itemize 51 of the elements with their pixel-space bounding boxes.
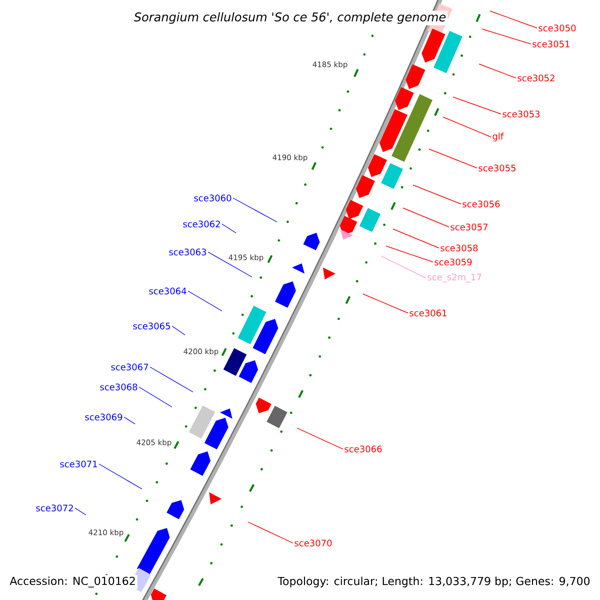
- gene-label: sce3066: [344, 446, 382, 452]
- leader-line: [442, 116, 492, 138]
- leader-line: [482, 28, 532, 44]
- leader-line: [74, 508, 86, 516]
- leader-line: [248, 522, 294, 544]
- gene-label: sce3051: [532, 40, 570, 48]
- gene-label: sce3063: [169, 248, 206, 256]
- gene-label: sce3065: [133, 322, 170, 330]
- gene-label: sce3055: [478, 164, 516, 172]
- gene-label: sce3060: [194, 194, 232, 202]
- leader-line: [380, 256, 426, 278]
- leader-line: [188, 290, 222, 312]
- gene-label: sce3059: [434, 258, 472, 266]
- gene-label: sce3057: [450, 224, 488, 230]
- gene-label: sce3067: [111, 364, 148, 370]
- gene-label: sce3070: [294, 540, 332, 546]
- gene-label: sce3056: [462, 200, 500, 208]
- leader-line: [98, 464, 142, 490]
- leader-line: [222, 224, 236, 234]
- leader-line: [478, 64, 516, 78]
- gene-label: sce3061: [410, 310, 446, 316]
- leader-line: [386, 246, 434, 262]
- footer-text: Accession: NC_010162: [8, 575, 138, 589]
- leader-line: [402, 208, 450, 228]
- gene-label: sce3053: [502, 110, 540, 118]
- leader-line: [150, 366, 194, 392]
- title: Sorangium cellulosum 'So ce 56', complete genome: [132, 10, 448, 26]
- leader-line: [412, 184, 462, 204]
- leader-line: [172, 326, 186, 336]
- gene-label: sce3064: [149, 288, 186, 294]
- leader-line: [490, 10, 538, 28]
- gene-label: sce_s2m_17: [428, 274, 482, 282]
- leader-line: [362, 294, 408, 314]
- gene-label: sce3068: [100, 384, 138, 390]
- gene-label: sce3069: [85, 414, 122, 420]
- gene-label: sce3062: [183, 220, 220, 228]
- footer-text: Topology: circular; Length: 13,033,779 bp; Genes: 9,700: [276, 575, 592, 589]
- leader-line: [124, 416, 136, 424]
- gene-label: sce3050: [538, 24, 576, 32]
- gene-label: sce3058: [440, 244, 478, 252]
- leader-line: [208, 252, 252, 278]
- gene-label: sce3071: [60, 460, 97, 468]
- gene-label: glf: [492, 132, 504, 142]
- leader-line: [428, 148, 478, 168]
- gene-label: sce3052: [518, 74, 554, 82]
- gene-label: sce3072: [36, 504, 73, 512]
- leader-line: [232, 198, 278, 222]
- leader-line: [452, 96, 502, 114]
- leader-line: [392, 228, 440, 248]
- leader-line: [296, 428, 344, 450]
- leader-line: [138, 386, 172, 408]
